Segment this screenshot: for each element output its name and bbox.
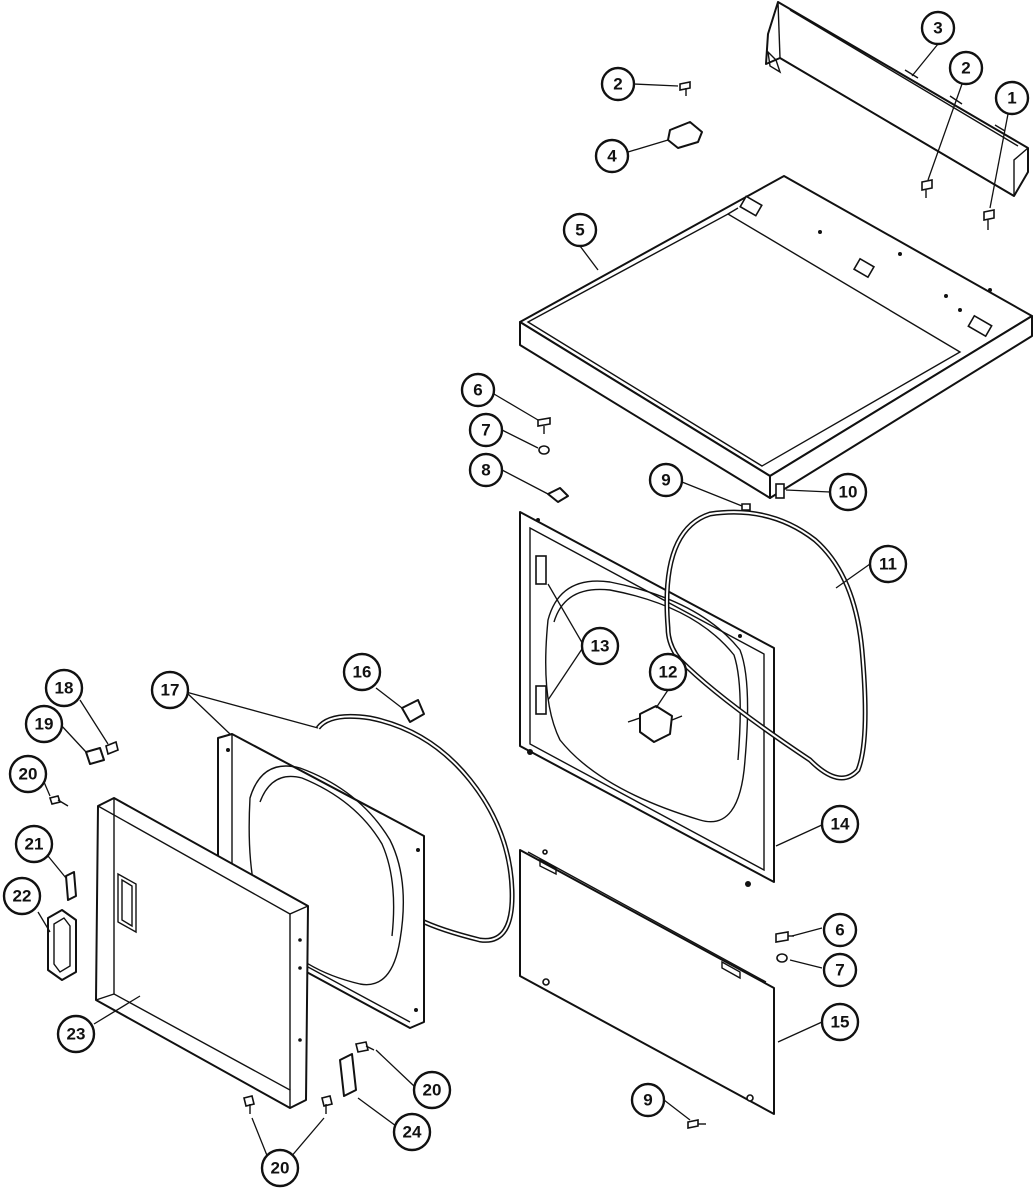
callout-24: 24 — [392, 1112, 432, 1152]
svg-text:21: 21 — [25, 835, 44, 854]
callout-14: 14 — [820, 804, 860, 844]
svg-text:24: 24 — [403, 1123, 422, 1142]
callout-4: 4 — [594, 138, 630, 174]
svg-text:1: 1 — [1007, 89, 1016, 108]
svg-text:11: 11 — [879, 555, 897, 574]
screw-2a — [679, 81, 691, 96]
bracket-10 — [775, 483, 785, 499]
screw-20b — [355, 1041, 375, 1053]
screw-6b — [775, 931, 794, 943]
svg-text:6: 6 — [835, 921, 844, 940]
door-switch — [627, 705, 683, 743]
front-panel — [519, 511, 775, 887]
strike-19 — [85, 747, 105, 765]
svg-text:10: 10 — [839, 483, 858, 502]
callout-2: 2 — [600, 66, 636, 102]
callout-15: 15 — [820, 1002, 860, 1042]
callout-6: 6 — [460, 372, 496, 408]
svg-text:18: 18 — [55, 679, 74, 698]
callout-1: 1 — [994, 80, 1030, 116]
washer-7a — [538, 445, 550, 455]
callout-21: 21 — [14, 824, 54, 864]
svg-text:15: 15 — [831, 1013, 850, 1032]
svg-text:23: 23 — [67, 1025, 86, 1044]
callout-6: 6 — [822, 912, 858, 948]
screw-20d — [321, 1095, 333, 1114]
svg-text:16: 16 — [353, 663, 372, 682]
callout-2: 2 — [948, 50, 984, 86]
svg-text:12: 12 — [659, 663, 678, 682]
front-panel-seal — [664, 509, 868, 781]
svg-text:20: 20 — [19, 765, 38, 784]
svg-text:9: 9 — [643, 1091, 652, 1110]
svg-text:13: 13 — [591, 637, 610, 656]
callout-12: 12 — [648, 652, 688, 692]
svg-text:17: 17 — [161, 681, 180, 700]
svg-text:8: 8 — [481, 461, 490, 480]
washer-7b — [776, 953, 788, 963]
callout-16: 16 — [342, 652, 382, 692]
svg-text:5: 5 — [575, 221, 584, 240]
callout-3: 3 — [920, 10, 956, 46]
outer-door-panel — [95, 797, 309, 1109]
callout-9: 9 — [648, 462, 684, 498]
screw-6a — [537, 417, 551, 434]
callout-22: 22 — [2, 876, 42, 916]
callout-7: 7 — [822, 952, 858, 988]
callout-20: 20 — [412, 1070, 452, 1110]
svg-text:7: 7 — [835, 961, 844, 980]
control-panel-backguard — [765, 1, 1029, 197]
clip-8 — [547, 487, 569, 503]
screw-20c — [243, 1095, 255, 1114]
svg-text:14: 14 — [831, 815, 850, 834]
svg-text:7: 7 — [481, 421, 490, 440]
screw-2b — [921, 179, 933, 198]
callout-13: 13 — [580, 626, 620, 666]
door-catch-16 — [401, 699, 425, 723]
svg-text:2: 2 — [613, 75, 622, 94]
door-seal — [316, 713, 515, 943]
svg-text:9: 9 — [661, 471, 670, 490]
screw-20a — [48, 795, 69, 807]
svg-text:20: 20 — [271, 1159, 290, 1178]
callout-11: 11 — [868, 544, 908, 584]
screw-9a — [741, 503, 751, 511]
svg-text:6: 6 — [473, 381, 482, 400]
hinge-bracket-4 — [667, 121, 703, 149]
leader-lines — [37, 43, 1009, 1159]
svg-text:2: 2 — [961, 59, 970, 78]
svg-text:19: 19 — [35, 715, 54, 734]
handle-insert — [65, 871, 77, 901]
door-handle — [47, 909, 77, 981]
hinge-24 — [339, 1053, 357, 1097]
callout-9: 9 — [630, 1082, 666, 1118]
callout-17: 17 — [150, 670, 190, 710]
callout-8: 8 — [468, 452, 504, 488]
callout-23: 23 — [56, 1014, 96, 1054]
svg-text:20: 20 — [423, 1081, 442, 1100]
callout-20: 20 — [8, 754, 48, 794]
svg-text:3: 3 — [933, 19, 942, 38]
dryer-top-panel — [519, 175, 1033, 499]
callout-19: 19 — [24, 704, 64, 744]
callout-18: 18 — [44, 668, 84, 708]
callout-20: 20 — [260, 1148, 300, 1188]
screw-1 — [983, 209, 995, 230]
svg-text:4: 4 — [607, 147, 617, 166]
callout-10: 10 — [828, 472, 868, 512]
svg-text:22: 22 — [13, 887, 32, 906]
toe-kick-panel — [519, 849, 775, 1115]
callout-5: 5 — [562, 212, 598, 248]
callout-7: 7 — [468, 412, 504, 448]
screw-9b — [687, 1119, 706, 1129]
hinge-18 — [105, 740, 119, 756]
